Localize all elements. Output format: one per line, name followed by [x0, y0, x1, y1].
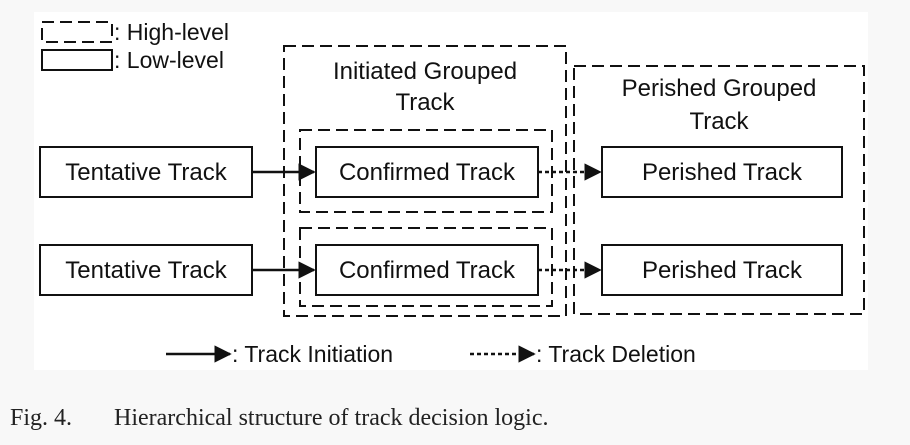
- perished-track-box-2: [601, 244, 843, 296]
- confirmed-track-label-2: Confirmed Track: [339, 257, 516, 284]
- confirmed-track-box-1: [315, 146, 539, 198]
- perished-grouped-track-box: [573, 65, 865, 315]
- perished-track-box-1: [601, 146, 843, 198]
- legend-initiation-label: : Track Initiation: [232, 341, 393, 367]
- perished-group-title-line1: Perished Grouped: [622, 75, 817, 102]
- legend-deletion-label: : Track Deletion: [536, 341, 696, 367]
- initiated-grouped-track-box: [283, 45, 567, 317]
- perished-track-label-2: Perished Track: [642, 257, 803, 284]
- perished-track-label-1: Perished Track: [642, 159, 803, 186]
- perished-group-title-line2: Track: [689, 108, 749, 135]
- caption-number: Fig. 4.: [10, 405, 73, 431]
- caption-text: Hierarchical structure of track decision…: [114, 405, 549, 431]
- initiated-group-title-line1: Initiated Grouped: [333, 58, 517, 85]
- legend-high-level-swatch: [41, 21, 113, 43]
- tentative-track-label-1: Tentative Track: [65, 159, 227, 186]
- figure-caption: Fig. 4. Hierarchical structure of track d…: [10, 405, 548, 432]
- tentative-track-box-1: [39, 146, 253, 198]
- diagram-figure: : High-level : Low-level Initiated Group…: [34, 12, 868, 370]
- legend-low-level-swatch: [41, 49, 113, 71]
- initiated-group-title-line2: Track: [395, 89, 455, 116]
- legend-high-level-label: : High-level: [114, 19, 229, 45]
- confirmed-track-label-1: Confirmed Track: [339, 159, 516, 186]
- tentative-track-label-2: Tentative Track: [65, 257, 227, 284]
- legend-low-level-label: : Low-level: [114, 47, 224, 73]
- track-decision-diagram: : High-level : Low-level Initiated Group…: [39, 19, 865, 367]
